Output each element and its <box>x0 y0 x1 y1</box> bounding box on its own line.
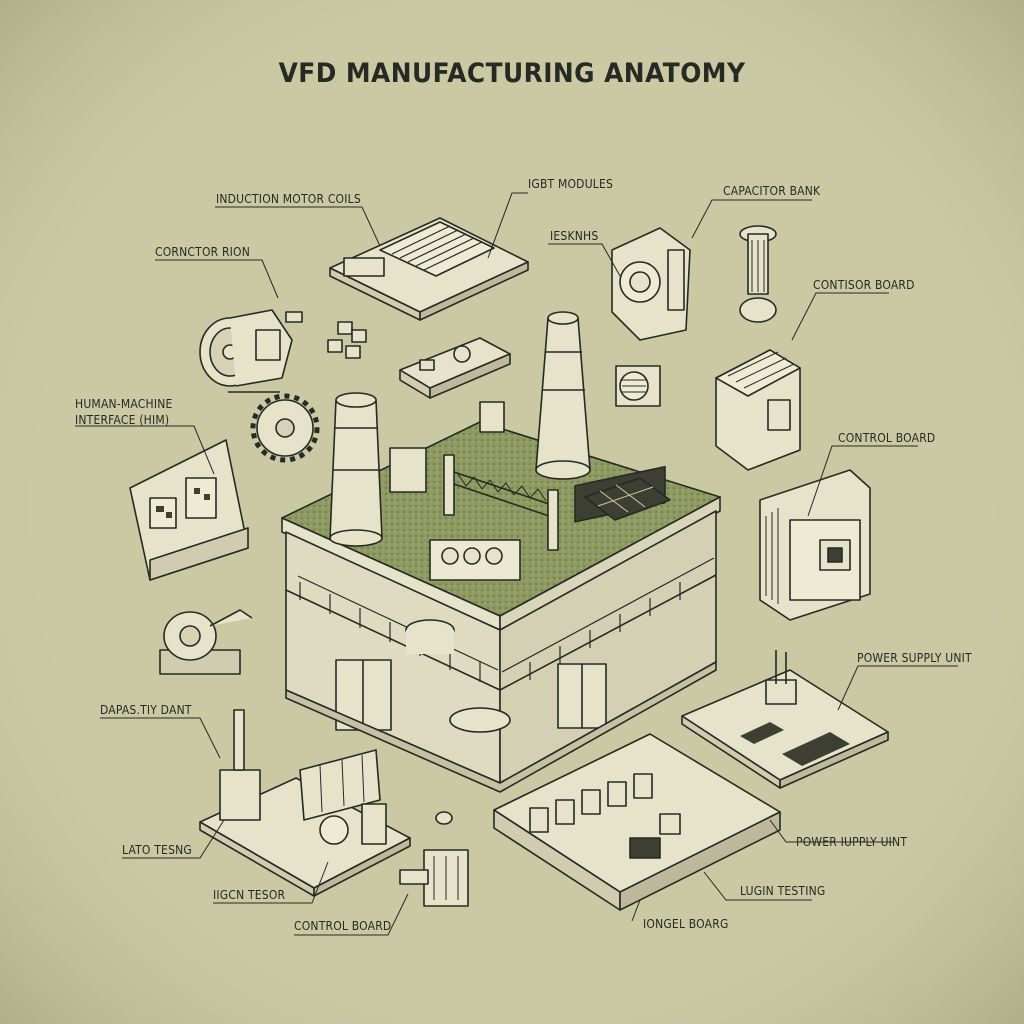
capacitor-cylinder <box>739 225 777 323</box>
label-control-board-right: CONTROL BOARD <box>838 431 936 445</box>
power-supply-board <box>681 650 889 789</box>
igbt-module-board <box>329 217 529 321</box>
label-hmi: HUMAN-MACHINE INTERFACE (HIM) <box>75 397 173 427</box>
gear <box>250 393 320 463</box>
label-iongel-boarg: IONGEL BOARG <box>643 917 729 931</box>
testing-platform <box>493 733 781 911</box>
connector-device <box>399 811 469 907</box>
leader-lines <box>75 192 958 936</box>
label-lato-tesing: LATO TESNG <box>122 843 192 857</box>
label-capacitor-bank: CAPACITOR BANK <box>723 184 821 198</box>
label-lugin-testing: LUGIN TESTING <box>740 884 826 898</box>
hmi-panel <box>129 439 249 581</box>
smokestack-right <box>535 311 591 480</box>
label-control-board-bottom: CONTROL BOARD <box>294 919 392 933</box>
label-dapastiy-dant: DAPAS.TIY DANT <box>100 703 192 717</box>
factory-building <box>281 401 721 793</box>
label-iigcn-tesor: IIGCN TESOR <box>213 888 286 902</box>
label-contisor-board: CONTISOR BOARD <box>813 278 915 292</box>
label-iesknhs: IESKNHS <box>550 229 599 243</box>
induction-motor <box>199 309 303 393</box>
label-induction-motor-coils: INDUCTION MOTOR COILS <box>216 192 361 206</box>
test-bench <box>199 709 411 897</box>
capacitor-block <box>611 227 691 341</box>
label-power-iupply-unit: POWER IUPPLY UINT <box>796 835 908 849</box>
contisor-board-device <box>715 349 801 471</box>
circuit-module-center <box>399 337 511 399</box>
control-board-device <box>759 469 871 621</box>
diagram-title: VFD MANUFACTURING ANATOMY <box>278 58 746 89</box>
small-cube-cluster <box>327 321 367 359</box>
label-conductor-rion: CORNCTOR RION <box>155 245 251 259</box>
pump-unit <box>159 609 253 675</box>
heatsink-fan <box>615 365 661 407</box>
label-igbt-modules: IGBT MODULES <box>528 177 614 191</box>
smokestack-left <box>329 392 383 547</box>
label-power-supply-unit-right: POWER SUPPLY UNIT <box>857 651 972 665</box>
